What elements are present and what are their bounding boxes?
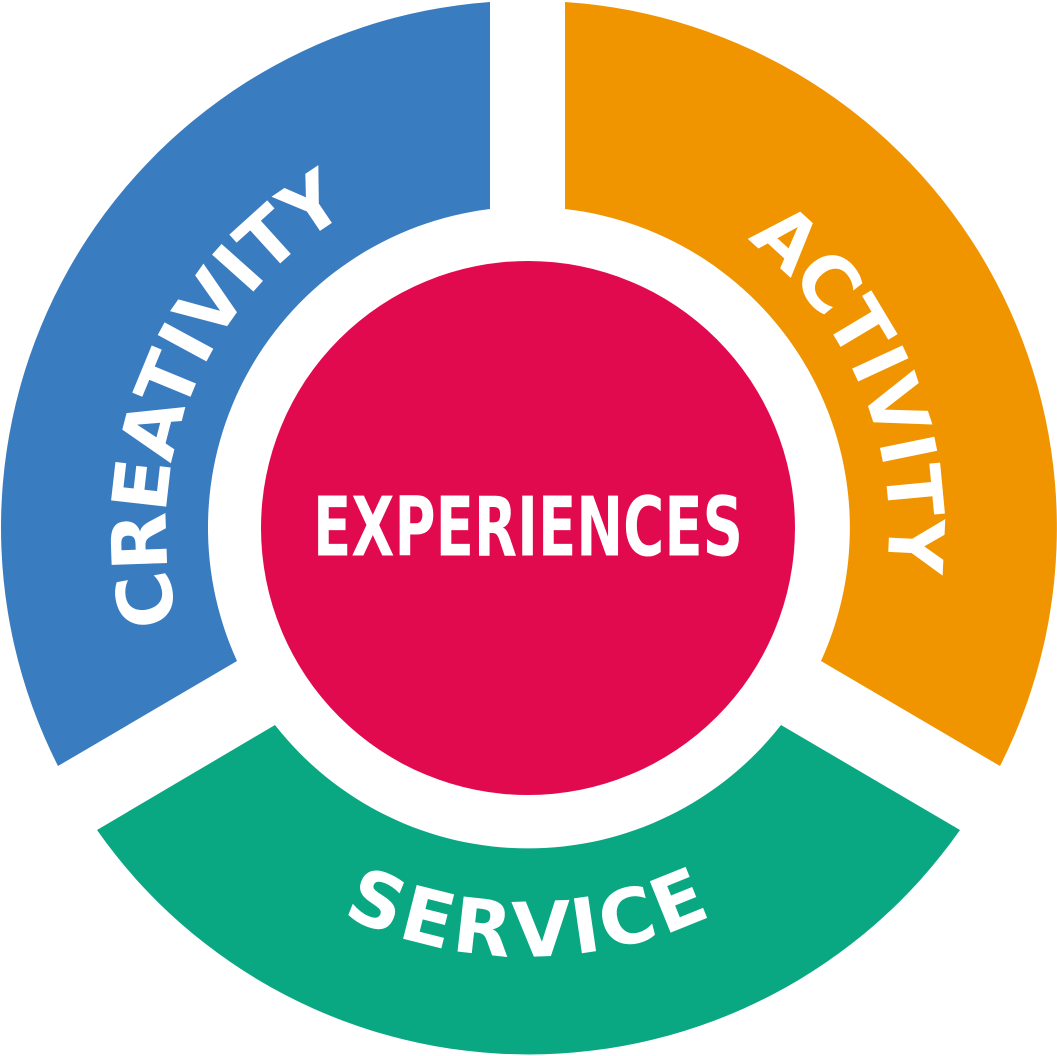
segment-service: SERVICE [97,725,960,1055]
segment-service-shape [97,725,960,1055]
center-experiences: EXPERIENCES [261,261,795,795]
segment-activity-shape [565,2,1057,766]
center-circle [261,261,795,795]
segment-creativity-shape [1,2,491,766]
center-label: EXPERIENCES [313,481,743,576]
